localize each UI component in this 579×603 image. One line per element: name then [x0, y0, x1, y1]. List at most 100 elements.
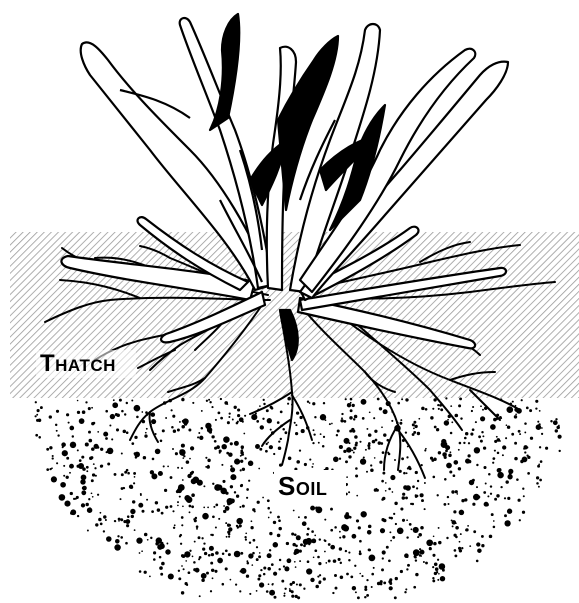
soil-speck	[391, 420, 393, 422]
soil-speck	[506, 406, 513, 413]
soil-speck	[278, 568, 280, 570]
soil-speck	[511, 433, 514, 436]
soil-speck	[97, 431, 99, 433]
soil-speck	[357, 596, 360, 599]
soil-speck	[182, 457, 184, 459]
soil-speck	[284, 592, 286, 594]
soil-speck	[361, 399, 367, 405]
soil-speck	[324, 519, 326, 521]
soil-speck	[382, 497, 385, 500]
soil-speck	[464, 437, 467, 440]
soil-speck	[311, 538, 316, 543]
soil-speck	[413, 586, 416, 589]
soil-speck	[244, 415, 246, 417]
soil-speck	[380, 442, 383, 445]
soil-speck	[492, 457, 495, 460]
soil-speck	[280, 411, 283, 414]
soil-speck	[201, 537, 203, 539]
soil-speck	[173, 430, 176, 433]
soil-speck	[379, 407, 382, 410]
soil-speck	[182, 505, 184, 507]
soil-speck	[558, 425, 560, 427]
soil-speck	[536, 476, 539, 479]
soil-speck	[356, 495, 358, 497]
soil-speck	[318, 562, 321, 565]
soil-speck	[77, 411, 80, 414]
soil-speck	[456, 493, 458, 495]
soil-speck	[295, 566, 297, 568]
soil-speck	[425, 448, 427, 450]
soil-speck	[105, 410, 108, 413]
soil-speck	[437, 559, 439, 561]
soil-speck	[143, 456, 146, 459]
soil-speck	[293, 510, 295, 512]
soil-speck	[555, 429, 558, 432]
soil-speck	[260, 569, 262, 571]
soil-speck	[194, 519, 197, 522]
soil-speck	[353, 418, 355, 420]
soil-speck	[280, 438, 282, 440]
soil-speck	[267, 507, 270, 510]
soil-speck	[349, 430, 352, 433]
soil-speck	[436, 428, 439, 431]
soil-speck	[369, 411, 371, 413]
soil-speck	[86, 470, 88, 472]
soil-speck	[424, 449, 426, 451]
soil-speck	[193, 561, 196, 564]
soil-speck	[333, 559, 337, 563]
soil-speck	[100, 523, 103, 526]
soil-speck	[157, 508, 160, 511]
soil-speck	[188, 429, 191, 432]
soil-speck	[480, 440, 483, 443]
soil-speck	[476, 486, 478, 488]
soil-speck	[195, 517, 197, 519]
soil-speck	[540, 460, 543, 463]
soil-speck	[106, 451, 108, 453]
soil-speck	[353, 452, 355, 454]
soil-speck	[284, 566, 289, 571]
soil-speck	[459, 549, 462, 552]
soil-speck	[451, 519, 453, 521]
soil-speck	[430, 457, 433, 460]
soil-speck	[105, 519, 107, 521]
soil-speck	[455, 522, 457, 524]
soil-speck	[192, 402, 194, 404]
soil-speck	[179, 421, 181, 423]
soil-speck	[318, 442, 320, 444]
soil-speck	[485, 483, 487, 485]
soil-speck	[313, 433, 315, 435]
soil-speck	[395, 523, 397, 525]
soil-speck	[59, 494, 66, 501]
soil-speck	[252, 552, 255, 555]
soil-speck	[93, 463, 95, 465]
soil-speck	[246, 497, 248, 499]
soil-speck	[245, 532, 247, 534]
soil-speck	[242, 468, 245, 471]
soil-speck	[330, 545, 335, 550]
soil-speck	[324, 551, 326, 553]
soil-speck	[134, 436, 137, 439]
soil-speck	[203, 542, 205, 544]
soil-speck	[37, 409, 40, 412]
soil-speck	[314, 416, 316, 418]
soil-speck	[91, 479, 94, 482]
soil-speck	[489, 535, 493, 539]
soil-speck	[475, 421, 477, 423]
soil-speck	[136, 537, 142, 543]
soil-speck	[132, 500, 135, 503]
soil-speck	[478, 435, 481, 438]
soil-speck	[307, 527, 310, 530]
soil-speck	[413, 428, 415, 430]
soil-speck	[52, 457, 54, 459]
soil-speck	[507, 509, 512, 514]
soil-speck	[230, 498, 235, 503]
soil-speck	[402, 496, 405, 499]
soil-speck	[281, 580, 284, 583]
soil-speck	[455, 526, 459, 530]
soil-speck	[237, 421, 239, 423]
soil-speck	[51, 476, 57, 482]
soil-speck	[95, 523, 98, 526]
soil-speck	[446, 537, 448, 539]
soil-speck	[118, 518, 121, 521]
